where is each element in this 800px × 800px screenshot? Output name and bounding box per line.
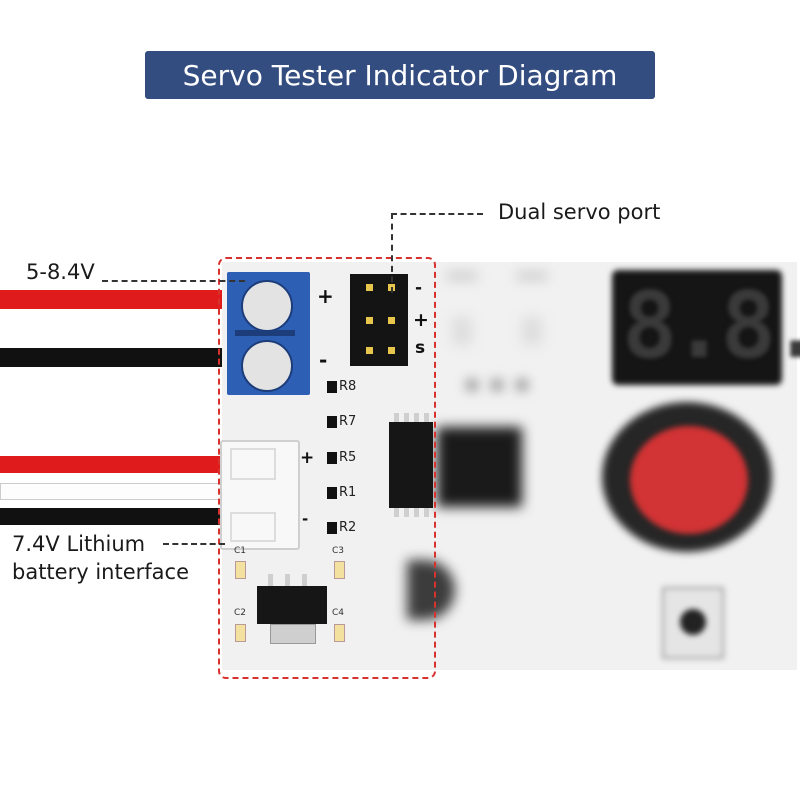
circuit-board: 8.8. + - - + s R8 R7 R5 R1 R2 + - — [220, 262, 800, 670]
resistor-r5 — [327, 452, 337, 464]
resistor-r2 — [327, 522, 337, 534]
ic-pins-bottom — [394, 508, 430, 517]
potentiometer-knob — [630, 426, 748, 534]
resistor-label-r1: R1 — [339, 485, 357, 500]
resistor-label-r5: R5 — [339, 450, 357, 465]
servo-plus-label: + — [413, 309, 429, 331]
servo-pin-header — [350, 274, 408, 366]
regulator-pins — [268, 574, 308, 586]
battery-leader-line — [163, 543, 225, 545]
voltage-regulator — [257, 586, 327, 624]
terminal-minus-label: - — [319, 348, 328, 372]
servo-port-leader-v — [391, 213, 393, 293]
capacitor-label-c2: C2 — [234, 608, 247, 618]
servo-port-label: Dual servo port — [498, 200, 661, 224]
title-banner: Servo Tester Indicator Diagram — [145, 51, 655, 99]
board-right-blur — [407, 262, 797, 670]
reset-button — [662, 587, 724, 659]
battery-wire-red — [0, 456, 225, 473]
capacitor-c3 — [334, 561, 345, 579]
voltage-label: 5-8.4V — [26, 260, 95, 284]
power-wire-red — [0, 290, 240, 309]
resistor-r1 — [327, 487, 337, 499]
capacitor-c4 — [334, 624, 345, 642]
display-module — [612, 270, 782, 385]
terminal-plus-label: + — [317, 284, 334, 308]
regulator-tab — [270, 624, 316, 644]
servo-port-leader-h — [391, 213, 483, 215]
terminal-screw-icon — [241, 280, 293, 332]
resistor-r7 — [327, 416, 337, 428]
terminal-screw-icon — [241, 340, 293, 392]
battery-label-line1: 7.4V Lithium — [12, 532, 146, 556]
ic-chip — [389, 422, 433, 508]
capacitor-c2 — [235, 624, 246, 642]
battery-plus-label: + — [300, 448, 315, 468]
resistor-label-r2: R2 — [339, 520, 357, 535]
battery-wire-black — [0, 508, 225, 525]
diagram-title: Servo Tester Indicator Diagram — [182, 58, 618, 92]
resistor-label-r8: R8 — [339, 379, 357, 394]
battery-connector — [220, 440, 300, 550]
battery-label-line2: battery interface — [12, 560, 189, 584]
seven-segment-display: 8.8. — [622, 272, 800, 379]
battery-wire-white — [0, 483, 227, 500]
power-terminal-block — [227, 272, 310, 395]
highlight-region — [218, 257, 436, 679]
capacitor-c1 — [235, 561, 246, 579]
servo-signal-label: s — [415, 338, 426, 358]
battery-minus-label: - — [302, 510, 309, 528]
voltage-leader-line — [102, 280, 245, 282]
capacitor-label-c4: C4 — [332, 608, 345, 618]
resistor-r8 — [327, 381, 337, 393]
servo-minus-label: - — [415, 278, 423, 298]
capacitor-label-c1: C1 — [234, 546, 247, 556]
resistor-label-r7: R7 — [339, 414, 357, 429]
power-wire-black — [0, 348, 245, 367]
ic-pins-top — [394, 413, 430, 422]
capacitor-label-c3: C3 — [332, 546, 345, 556]
